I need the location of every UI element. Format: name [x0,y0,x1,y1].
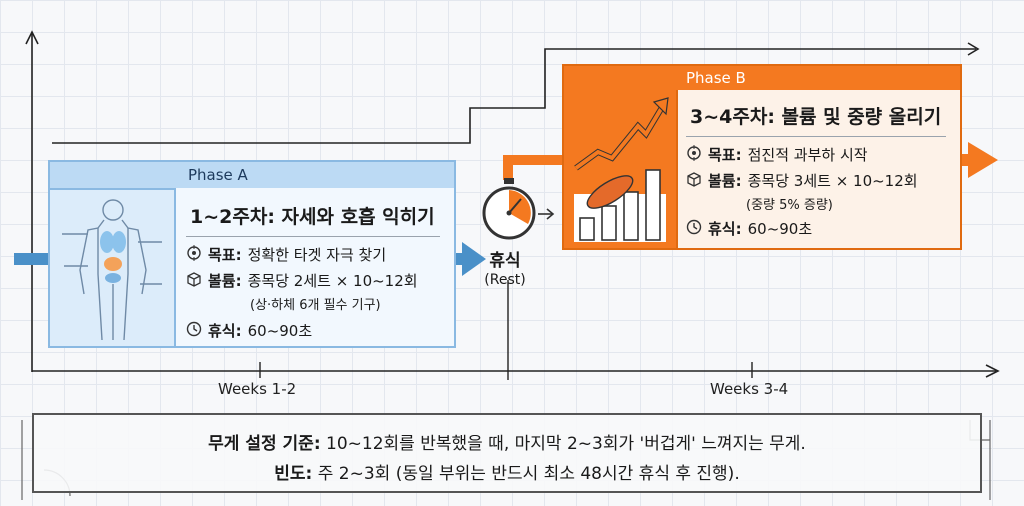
rest-sublabel: (Rest) [484,272,526,288]
phase-a-volume-sub: (상·하체 6개 필수 기구) [250,298,381,313]
phase-a-volume-key: 볼륨: [208,272,242,290]
phase-b-label: Phase B [686,69,746,87]
phase-a-rest-value: 60~90초 [247,322,313,340]
y-axis-arrowhead [25,30,39,45]
phase-b-divider [686,136,946,137]
phase-b-volume-sub: (중량 5% 증량) [746,198,833,213]
progression-arrowhead [967,42,980,56]
orange-connector [503,155,562,180]
phase-b-rest-value: 60~90초 [747,220,813,238]
target-icon [187,245,201,261]
phase-a-goal: 목표: 정확한 타겟 자극 찾기 [186,244,386,265]
phase-a-volume: 볼륨: 종목당 2세트 × 10~12회 [186,270,418,291]
orange-arrow-head [968,142,998,178]
phase-a-goal-key: 목표: [208,246,242,264]
cube-icon [687,172,701,187]
note-box: 무게 설정 기준: 10~12회를 반복했을 때, 마지막 2~3회가 '버겁게… [32,413,982,493]
note-frequency-key: 빈도: [274,464,313,484]
phase-a-header [50,162,454,190]
phase-a-rest: 휴식: 60~90초 [186,320,312,341]
phase-a-label: Phase A [188,166,248,184]
target-icon [687,145,701,161]
note-weight-key: 무게 설정 기준: [208,434,321,454]
note-line-weight: 무게 설정 기준: 10~12회를 반복했을 때, 마지막 2~3회가 '버겁게… [34,429,980,454]
rest-label: 휴식 [489,251,521,271]
growth-chart-icon [574,97,669,242]
week-label-b: Weeks 3-4 [710,380,789,398]
phase-a-rest-key: 휴식: [208,322,242,340]
phase-b-goal-key: 목표: [708,146,742,164]
body-anatomy-icon [62,199,162,341]
cube-icon [187,272,201,287]
week-label-a: Weeks 1-2 [218,380,297,398]
phase-a-goal-value: 정확한 타겟 자극 찾기 [247,246,387,264]
phase-a-body: 1~2주차: 자세와 호흡 익히기 목표: 정확한 타겟 자극 찾기 볼륨: 종… [174,188,454,346]
phase-b-volume-key: 볼륨: [708,172,742,190]
note-weight-value: 10~12회를 반복했을 때, 마지막 2~3회가 '버겁게' 느껴지는 무게. [326,434,806,454]
phase-b-rest-key: 휴식: [708,220,742,238]
note-line-frequency: 빈도: 주 2~3회 (동일 부위는 반드시 최소 48시간 휴식 후 진행). [34,459,980,484]
phase-a-card: Phase A 1~2주차: 자세와 호흡 익히기 목표: 정확한 타겟 자극 … [48,160,456,348]
phase-b-rest: 휴식: 60~90초 [686,218,812,239]
clock-icon [186,321,202,337]
progression-step-line [52,48,976,144]
clock-icon [686,219,702,235]
phase-b-volume-value: 종목당 3세트 × 10~12회 [747,172,918,190]
blue-arrow-head [462,242,486,276]
phase-b-card: Phase B 3~4주차: 볼륨 및 중량 올리기 목표: 점진적 과부하 시… [562,64,962,250]
phase-a-divider [186,236,440,237]
note-frequency-value: 주 2~3회 (동일 부위는 반드시 최소 48시간 휴식 후 진행). [317,464,740,484]
phase-b-goal-value: 점진적 과부하 시작 [747,146,868,164]
phase-b-volume: 볼륨: 종목당 3세트 × 10~12회 [686,170,918,191]
phase-b-goal: 목표: 점진적 과부하 시작 [686,144,868,165]
stopwatch-icon [482,178,536,240]
x-axis-arrowhead [985,364,1000,378]
phase-b-title: 3~4주차: 볼륨 및 중량 올리기 [690,106,942,128]
phase-a-volume-value: 종목당 2세트 × 10~12회 [247,272,418,290]
blue-arrow-left [14,253,50,265]
phase-a-title: 1~2주차: 자세와 호흡 익히기 [190,206,435,228]
phase-b-body: 3~4주차: 볼륨 및 중량 올리기 목표: 점진적 과부하 시작 볼륨: 종목… [676,90,960,248]
